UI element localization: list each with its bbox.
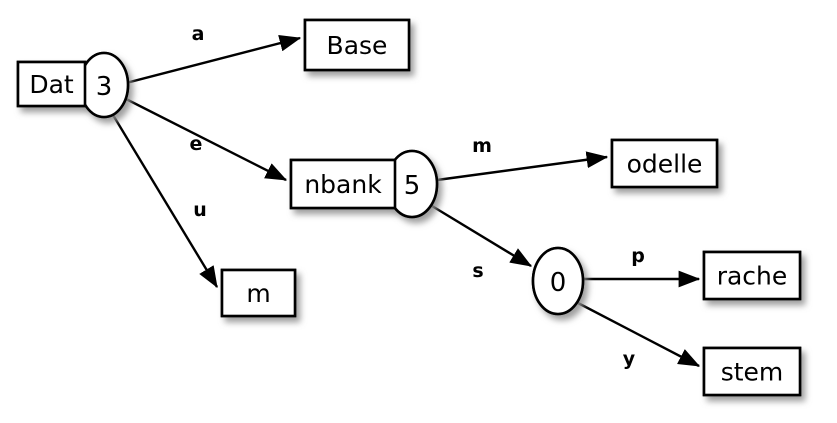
node-stem-box-outline [702,346,802,397]
node-n3[interactable]: Dat 3 [16,51,130,119]
node-odelle-box-label: odelle [627,150,703,179]
node-n0-ellipse-outline [531,246,585,316]
nodes-layer: Dat 3 Base nbank 5 m odelle 0 rache stem [16,18,802,397]
edge-e-n3-to-n5 [123,96,288,182]
node-n5-box-outline [289,158,397,210]
edge-label-e: e [190,133,203,155]
node-n0-ellipse-label: 0 [550,268,567,298]
edge-label-a: a [192,23,205,45]
edge-a-n3-to-base [125,34,302,85]
node-m_leaf-box-outline [220,268,297,318]
node-base-box-outline [303,18,411,72]
edge-s-n5-to-n0 [431,204,533,268]
node-n3-ellipse-label: 3 [96,72,113,102]
node-rache[interactable]: rache [702,250,802,301]
edge-label-u: u [193,199,207,221]
node-n5-ellipse-label: 5 [404,171,421,201]
edges-layer [111,34,701,368]
edge-m-n5-to-odelle [436,151,609,182]
edge-labels-layer: a e u m s p y [190,23,645,370]
node-n3-box-label: Dat [29,70,74,99]
node-rache-box-label: rache [717,262,788,291]
node-base-box-label: Base [327,31,388,60]
edge-label-p: p [631,245,645,267]
node-n5[interactable]: nbank 5 [289,149,439,219]
edge-label-s: s [472,260,483,282]
node-base[interactable]: Base [303,18,411,72]
node-n0[interactable]: 0 [531,246,585,316]
node-stem[interactable]: stem [702,346,802,397]
node-n3-box-outline [16,60,87,108]
edge-label-y: y [623,348,636,370]
edge-u-n3-to-m_leaf [111,114,219,289]
node-m_leaf[interactable]: m [220,268,297,318]
node-odelle[interactable]: odelle [610,138,719,189]
node-stem-box-label: stem [721,358,784,387]
node-rache-box-outline [702,250,802,301]
node-n5-box-label: nbank [304,170,382,199]
node-odelle-box-outline [610,138,719,189]
edge-label-m: m [472,135,492,157]
node-m_leaf-box-label: m [246,279,270,308]
edge-y-n0-to-stem [577,301,701,368]
